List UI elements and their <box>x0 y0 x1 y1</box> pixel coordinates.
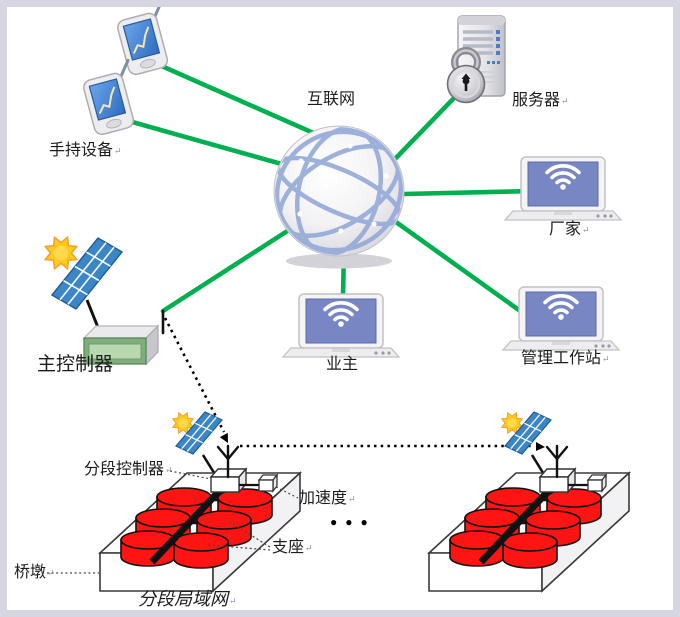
lock-icon <box>446 47 486 104</box>
main-controller-icon <box>82 309 165 366</box>
label-server: 服务器↵ <box>512 92 569 109</box>
laptop-manufacturer-icon <box>503 155 623 222</box>
label-leader-lines <box>47 470 299 574</box>
laptop-management-icon <box>501 285 621 352</box>
label-internet: 互联网 <box>307 91 356 108</box>
label-bearing: 支座↵ <box>272 539 313 556</box>
label-segment-controller: 分段控制器↵ <box>84 461 173 478</box>
ellipsis-more-segments: ●●● <box>330 515 376 529</box>
label-main-controller: 主控制器 <box>37 354 114 375</box>
label-manufacturer: 厂家↵ <box>549 221 590 238</box>
pda-icon-top <box>112 0 181 78</box>
bridge-segment-right <box>429 412 629 591</box>
label-management-workstation: 管理工作站↵ <box>521 350 610 367</box>
label-bridge-pier: 桥墩↵ <box>14 564 55 581</box>
globe-icon <box>273 125 405 269</box>
laptop-owner-icon <box>281 292 401 359</box>
bridge-segment-left <box>100 412 300 591</box>
wireless-dotted-links <box>163 317 545 451</box>
label-accelerometer: 加速度↵ <box>299 490 356 507</box>
label-owner: 业主 <box>326 356 359 373</box>
label-segment-lan: 分段局域网↵ <box>138 589 237 609</box>
solar-panel-icon <box>44 236 124 331</box>
label-handheld-devices: 手持设备↵ <box>49 142 122 159</box>
